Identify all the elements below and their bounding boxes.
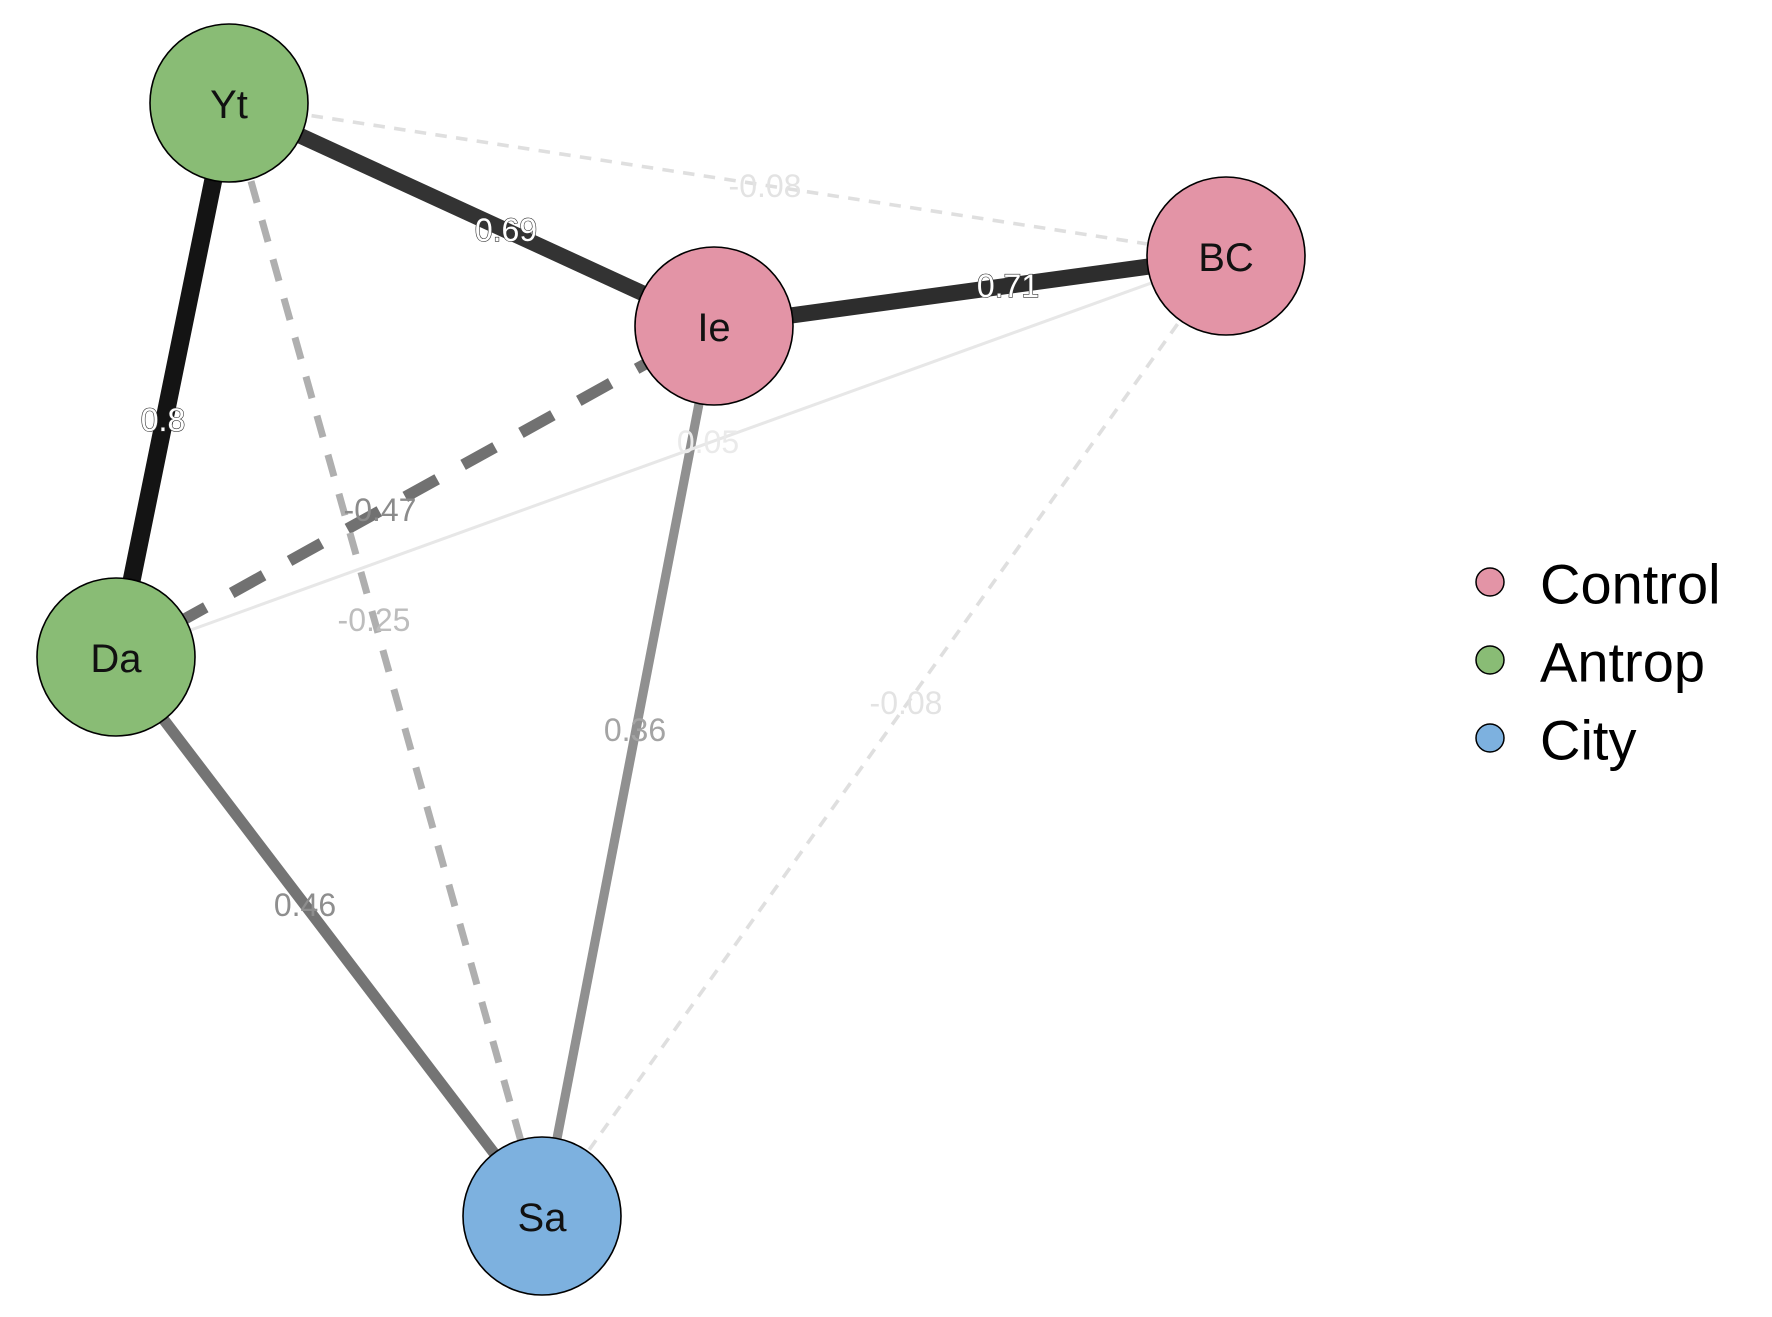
legend-item-control: Control: [1475, 553, 1721, 616]
node-label: Da: [90, 637, 142, 681]
node-bc: BC: [1146, 176, 1306, 336]
edge-ie-sa: [537, 325, 719, 1217]
node-label: Sa: [518, 1196, 568, 1240]
node-yt: Yt: [149, 23, 309, 183]
node-ie: Ie: [634, 246, 794, 406]
edge-labels-layer: 0.8 0.71 0.69 -0.47 0.46 0.36 -0.25 -0.08 -0.08 0…: [140, 168, 1040, 923]
edge-ie-bc: [712, 247, 1228, 335]
node-sa: Sa: [462, 1136, 622, 1296]
edge-label-bc-sa: -0.08: [870, 685, 943, 721]
node-circle: [634, 246, 794, 406]
legend-label: Control: [1540, 553, 1721, 616]
node-circle: [1146, 176, 1306, 336]
node-da: Da: [36, 577, 196, 737]
edges-layer: [107, 95, 1228, 1220]
edge-yt-bc: [228, 101, 1227, 258]
legend-swatch: [1475, 645, 1505, 675]
legend-swatch: [1475, 723, 1505, 753]
node-label: Yt: [210, 83, 248, 127]
edge-label-da-sa: 0.46: [274, 887, 336, 923]
node-circle: [149, 23, 309, 183]
edge-yt-ie: [225, 95, 718, 334]
legend-label: Antrop: [1540, 631, 1705, 694]
legend-item-city: City: [1475, 709, 1636, 772]
node-label: Ie: [697, 306, 730, 350]
node-label: BC: [1198, 236, 1254, 280]
edge-da-sa: [111, 653, 547, 1220]
edge-da-bc: [115, 254, 1227, 659]
edge-label-da-ie: -0.47: [344, 492, 417, 528]
edge-bc-sa: [540, 254, 1228, 1218]
edge-yt-sa: [225, 102, 546, 1217]
node-circle: [36, 577, 196, 737]
edge-label-yt-bc: -0.08: [729, 168, 802, 204]
edge-label-yt-sa: -0.25: [338, 602, 411, 638]
edge-label-ie-sa: 0.36: [604, 712, 666, 748]
legend-swatch: [1475, 567, 1505, 597]
edge-yt-da: [107, 101, 238, 659]
edge-label-ie-bc: 0.71: [977, 268, 1039, 304]
edge-label-yt-da: 0.8: [141, 402, 185, 438]
legend-label: City: [1540, 709, 1636, 772]
legend-item-antrop: Antrop: [1475, 631, 1705, 694]
edge-label-yt-ie: 0.69: [475, 212, 537, 248]
node-circle: [462, 1136, 622, 1296]
edge-label-da-bc: 0.05: [677, 424, 739, 460]
edge-da-ie: [113, 321, 717, 662]
